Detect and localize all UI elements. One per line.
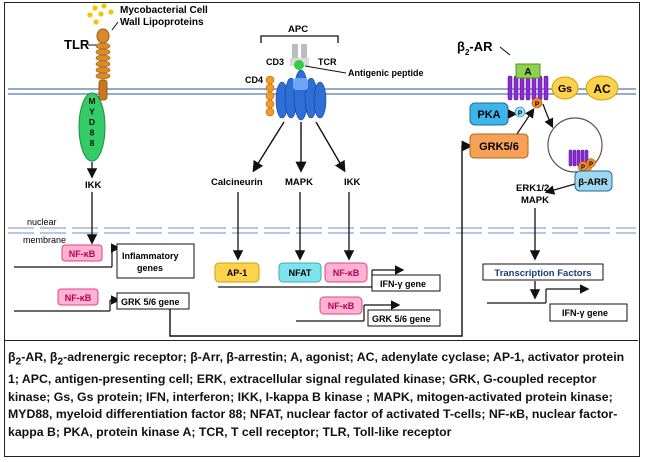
svg-text:P: P [535, 101, 540, 108]
nfat-label: NFAT [289, 268, 312, 278]
nfkb-label-1: NF-κB [69, 249, 96, 259]
nfkb-label-4: NF-κB [328, 301, 355, 311]
grk56-gene-box-left [116, 292, 190, 310]
grk56-gene-box-mid [367, 309, 441, 327]
ikk-left-label: IKK [85, 180, 102, 191]
beta-arr-box [574, 170, 613, 192]
tlr-label: TLR [64, 37, 90, 52]
phospho-p-2 [531, 97, 543, 109]
b2ar-receptor-icon [507, 75, 549, 101]
ac-label: AC [593, 82, 611, 96]
nfat-box [278, 262, 322, 283]
myd88-label: MYD88 [88, 96, 95, 148]
myd88-letter: 8 [90, 128, 95, 138]
mycobacterial-lipoproteins-icon [87, 3, 114, 25]
grk56-box [469, 133, 529, 159]
pka-label: PKA [477, 109, 500, 121]
nuclear-label-1: nuclear [27, 217, 57, 227]
svg-text:P: P [589, 162, 593, 168]
ifn-gene-label-mid: IFN-γ gene [380, 279, 426, 289]
mycobacterial-label-2: Wall Lipoproteins [120, 17, 204, 28]
tcr-label: TCR [318, 57, 337, 67]
ac-icon [585, 75, 619, 101]
apc-label: APC [288, 24, 308, 35]
myd88-letter: M [88, 96, 95, 106]
inflammatory-label-1: Inflammatory [122, 251, 179, 261]
myd88-letter: Y [89, 107, 95, 117]
abbreviation-legend: β2-AR, β2-adrenergic receptor; β-Arr, β-… [8, 350, 625, 439]
transcription-factors-box [482, 263, 604, 281]
nfkb-label-3: NF-κB [333, 268, 360, 278]
agonist-label: A [524, 67, 531, 78]
cd3-label: CD3 [266, 57, 284, 67]
b2ar-label: β2-AR [457, 39, 493, 57]
legend-divider [4, 340, 638, 341]
tlr-receptor-icon [95, 28, 111, 101]
ap1-box [214, 262, 260, 283]
cd4-label: CD4 [245, 75, 263, 85]
inflammatory-genes-box [116, 243, 195, 279]
ap1-label: AP-1 [227, 268, 248, 278]
grk56-gene-label-left: GRK 5/6 gene [121, 297, 180, 307]
erk-label-1: ERK1/2 [516, 183, 549, 194]
nfkb-box-3 [324, 262, 368, 283]
grk56-label: GRK5/6 [479, 141, 519, 153]
ikk-mid-label: IKK [344, 177, 361, 188]
agonist-icon [515, 63, 541, 79]
svg-text:P: P [518, 110, 523, 117]
mapk-label: MAPK [285, 177, 313, 188]
signaling-diagram: Mycobacterial Cell Wall Lipoproteins TLR… [8, 3, 636, 337]
myd88-letter: D [89, 117, 95, 127]
figure-frame [4, 2, 640, 457]
grk56-gene-label-mid: GRK 5/6 gene [372, 314, 431, 324]
ifn-gene-box-right [549, 303, 628, 322]
antigenic-peptide-icon [294, 60, 304, 70]
gs-label: Gs [558, 83, 572, 95]
antigenic-peptide-label: Antigenic peptide [348, 68, 424, 78]
erk-label-2: MAPK [521, 195, 549, 206]
inflammatory-label-2: genes [137, 263, 163, 273]
transcription-factors-label: Transcription Factors [494, 268, 591, 279]
nuclear-membrane-line [8, 227, 636, 234]
grk-feedback-connector [169, 140, 473, 337]
beta-arr-label: β-ARR [578, 177, 608, 188]
myd88-letter: 8 [90, 138, 95, 148]
myd88-icon [78, 92, 106, 162]
phospho-p-1 [514, 106, 526, 118]
apc-bracket [260, 35, 339, 43]
cd4-icon [265, 75, 275, 117]
nfkb-box-2 [57, 288, 99, 306]
svg-text:P: P [581, 165, 585, 171]
tcr-complex-icon [275, 69, 327, 121]
ifn-gene-label-right: IFN-γ gene [562, 308, 608, 318]
mycobacterial-label-1: Mycobacterial Cell [120, 5, 208, 16]
nfkb-label-2: NF-κB [65, 293, 92, 303]
nfkb-box-1 [61, 244, 103, 262]
ifn-gene-box-mid [371, 274, 441, 292]
gs-icon [551, 76, 579, 100]
nfkb-box-4 [319, 296, 363, 315]
calcineurin-label: Calcineurin [211, 177, 263, 188]
nuclear-label-2: membrane [23, 235, 66, 245]
